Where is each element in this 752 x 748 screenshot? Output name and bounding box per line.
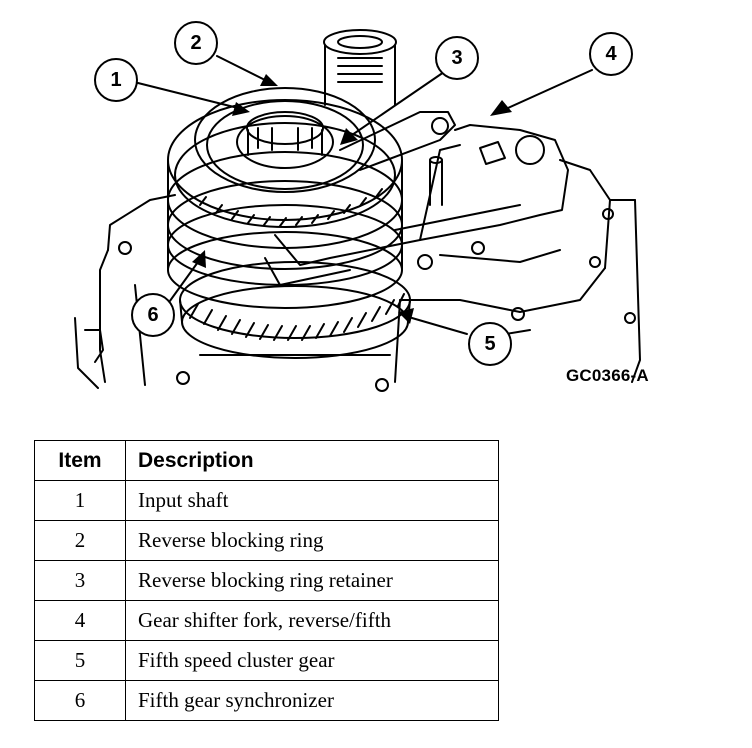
leader-lines [133, 55, 593, 335]
item-description: Reverse blocking ring [125, 520, 499, 561]
item-description: Input shaft [125, 480, 499, 521]
item-description: Fifth speed cluster gear [125, 640, 499, 681]
callout-number: 2 [190, 32, 201, 54]
table-row: 3 Reverse blocking ring retainer [34, 560, 499, 601]
fifth-speed-cluster-gear [179, 261, 411, 359]
item-number: 2 [34, 520, 126, 561]
callout-circle-3 [435, 36, 479, 80]
rear-shaft-stub [323, 29, 397, 106]
table-row: 6 Fifth gear synchronizer [34, 680, 499, 721]
table-row: 5 Fifth speed cluster gear [34, 640, 499, 681]
leader-arrowheads [192, 74, 512, 324]
item-number: 4 [34, 600, 126, 641]
item-number: 5 [34, 640, 126, 681]
reverse-blocking-ring-retainer [339, 111, 456, 171]
description-column-header: Description [125, 440, 499, 481]
gear-shifter-fork [264, 124, 569, 286]
input-shaft [236, 111, 334, 169]
transmission-case [74, 159, 641, 392]
fifth-gear-synchronizer [167, 99, 403, 309]
legend-table: Item Description 1 Input shaft 2 Reverse… [34, 440, 499, 721]
callout-number: 3 [451, 47, 462, 69]
table-row: 4 Gear shifter fork, reverse/fifth [34, 600, 499, 641]
callout-number: 5 [484, 333, 495, 355]
item-column-header: Item [34, 440, 126, 481]
callout-circle-1 [94, 58, 138, 102]
callout-number: 6 [147, 304, 158, 326]
callout-number: 1 [110, 69, 121, 91]
transmission-illustration: 1 2 3 4 5 6 [74, 21, 641, 392]
figure-code: GC0366-A [566, 366, 649, 385]
table-row: 1 Input shaft [34, 480, 499, 521]
item-description: Reverse blocking ring retainer [125, 560, 499, 601]
callout-circle-5 [468, 322, 512, 366]
callout-circle-4 [589, 32, 633, 76]
item-number: 6 [34, 680, 126, 721]
table-row: 2 Reverse blocking ring [34, 520, 499, 561]
reverse-blocking-ring [194, 87, 376, 193]
item-number: 1 [34, 480, 126, 521]
legend-header-row: Item Description [34, 440, 499, 481]
callout-number: 4 [605, 43, 617, 65]
item-number: 3 [34, 560, 126, 601]
item-description: Fifth gear synchronizer [125, 680, 499, 721]
item-description: Gear shifter fork, reverse/fifth [125, 600, 499, 641]
callout-circle-6 [131, 293, 175, 337]
callout-circle-2 [174, 21, 218, 65]
